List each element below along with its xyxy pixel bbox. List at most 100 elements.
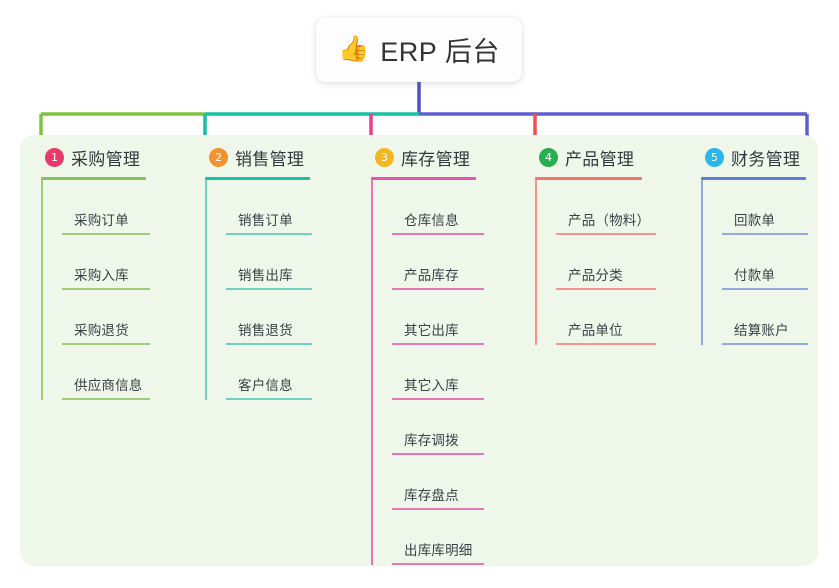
leaf-item[interactable]: 产品单位 xyxy=(556,290,656,345)
branch-header-1[interactable]: 1 采购管理 xyxy=(41,143,150,171)
leaf-label: 供应商信息 xyxy=(74,378,143,394)
branches-panel xyxy=(20,135,818,566)
branch-spine-3 xyxy=(371,180,373,565)
branch-header-4[interactable]: 4 产品管理 xyxy=(535,143,656,171)
leaf-underline xyxy=(62,343,150,345)
leaf-label: 采购订单 xyxy=(74,213,129,229)
leaf-item[interactable]: 结算账户 xyxy=(722,290,808,345)
leaf-label: 采购入库 xyxy=(74,268,129,284)
leaf-underline xyxy=(722,288,808,290)
root-node-card[interactable]: 👍 ERP 后台 xyxy=(316,17,522,82)
leaf-item[interactable]: 回款单 xyxy=(722,180,808,235)
leaf-item[interactable]: 库存盘点 xyxy=(392,455,484,510)
leaf-underline xyxy=(556,343,656,345)
branch-header-2[interactable]: 2 销售管理 xyxy=(205,143,312,171)
leaf-item[interactable]: 销售退货 xyxy=(226,290,312,345)
branch-header-5[interactable]: 5 财务管理 xyxy=(701,143,808,171)
leaf-label: 回款单 xyxy=(734,213,776,229)
leaf-item[interactable]: 其它出库 xyxy=(392,290,484,345)
branch-underline-1 xyxy=(41,177,146,180)
leaf-label: 采购退货 xyxy=(74,323,129,339)
leaf-item[interactable]: 采购退货 xyxy=(62,290,150,345)
leaf-label: 库存调拨 xyxy=(404,433,459,449)
leaf-underline xyxy=(62,288,150,290)
leaf-label: 付款单 xyxy=(734,268,776,284)
leaf-item[interactable]: 采购订单 xyxy=(62,180,150,235)
leaf-label: 产品（物料） xyxy=(568,213,651,229)
branch-label-5: 财务管理 xyxy=(731,149,801,169)
leaf-item[interactable]: 客户信息 xyxy=(226,345,312,400)
branch-underline-2 xyxy=(205,177,310,180)
leaf-item[interactable]: 销售出库 xyxy=(226,235,312,290)
leaf-item[interactable]: 产品（物料） xyxy=(556,180,656,235)
leaf-underline xyxy=(722,233,808,235)
leaf-underline xyxy=(392,453,484,455)
leaf-label: 出库库明细 xyxy=(404,543,473,559)
branch-items-4: 产品（物料） 产品分类产品单位 xyxy=(535,180,656,345)
branch-underline-5 xyxy=(701,177,806,180)
branch-badge-5: 5 xyxy=(705,147,724,167)
leaf-underline xyxy=(556,288,656,290)
branch-items-1: 采购订单采购入库采购退货供应商信息 xyxy=(41,180,150,400)
branch-badge-2: 2 xyxy=(209,147,228,167)
leaf-item[interactable]: 产品分类 xyxy=(556,235,656,290)
branch-underline-3 xyxy=(371,177,476,180)
leaf-item[interactable]: 仓库信息 xyxy=(392,180,484,235)
leaf-underline xyxy=(722,343,808,345)
leaf-label: 产品分类 xyxy=(568,268,623,284)
branch-label-4: 产品管理 xyxy=(565,149,635,169)
branch-column-1: 1 采购管理采购订单采购入库采购退货供应商信息 xyxy=(41,143,150,400)
leaf-label: 客户信息 xyxy=(238,378,293,394)
leaf-item[interactable]: 销售订单 xyxy=(226,180,312,235)
leaf-item[interactable]: 其它入库 xyxy=(392,345,484,400)
leaf-label: 销售退货 xyxy=(238,323,293,339)
branch-badge-1: 1 xyxy=(45,147,64,167)
branch-items-2: 销售订单销售出库销售退货客户信息 xyxy=(205,180,312,400)
branch-label-1: 采购管理 xyxy=(71,149,141,169)
branch-column-2: 2 销售管理销售订单销售出库销售退货客户信息 xyxy=(205,143,312,400)
branch-badge-4: 4 xyxy=(539,147,558,167)
leaf-label: 库存盘点 xyxy=(404,488,459,504)
leaf-underline xyxy=(392,233,484,235)
leaf-item[interactable]: 付款单 xyxy=(722,235,808,290)
root-node-content: 👍 ERP 后台 xyxy=(338,30,500,69)
branch-column-5: 5 财务管理回款单付款单结算账户 xyxy=(701,143,808,345)
branch-header-3[interactable]: 3 库存管理 xyxy=(371,143,484,171)
branch-badge-3: 3 xyxy=(375,147,394,167)
leaf-item[interactable]: 产品库存 xyxy=(392,235,484,290)
branch-spine-5 xyxy=(701,180,703,345)
leaf-label: 其它入库 xyxy=(404,378,459,394)
branch-label-3: 库存管理 xyxy=(401,149,471,169)
leaf-underline xyxy=(392,563,484,565)
leaf-label: 产品单位 xyxy=(568,323,623,339)
leaf-item[interactable]: 采购入库 xyxy=(62,235,150,290)
leaf-label: 销售订单 xyxy=(238,213,293,229)
leaf-underline xyxy=(392,398,484,400)
leaf-item[interactable]: 供应商信息 xyxy=(62,345,150,400)
branch-label-2: 销售管理 xyxy=(235,149,305,169)
leaf-underline xyxy=(226,233,312,235)
leaf-underline xyxy=(392,288,484,290)
branch-spine-2 xyxy=(205,180,207,400)
leaf-label: 产品库存 xyxy=(404,268,459,284)
branch-column-4: 4 产品管理产品（物料） 产品分类产品单位 xyxy=(535,143,656,345)
branch-spine-4 xyxy=(535,180,537,345)
leaf-item[interactable]: 库存调拨 xyxy=(392,400,484,455)
leaf-item[interactable]: 出库库明细 xyxy=(392,510,484,565)
branch-items-5: 回款单付款单结算账户 xyxy=(701,180,808,345)
branch-underline-4 xyxy=(535,177,642,180)
leaf-underline xyxy=(392,508,484,510)
leaf-underline xyxy=(226,343,312,345)
leaf-underline xyxy=(226,288,312,290)
leaf-underline xyxy=(226,398,312,400)
branch-column-3: 3 库存管理仓库信息产品库存其它出库其它入库库存调拨库存盘点出库库明细 xyxy=(371,143,484,565)
leaf-underline xyxy=(392,343,484,345)
leaf-underline xyxy=(62,233,150,235)
thumbs-up-icon: 👍 xyxy=(338,35,370,63)
branch-spine-1 xyxy=(41,180,43,400)
leaf-underline xyxy=(556,233,656,235)
leaf-label: 仓库信息 xyxy=(404,213,459,229)
root-title: ERP 后台 xyxy=(380,37,500,67)
branch-items-3: 仓库信息产品库存其它出库其它入库库存调拨库存盘点出库库明细 xyxy=(371,180,484,565)
